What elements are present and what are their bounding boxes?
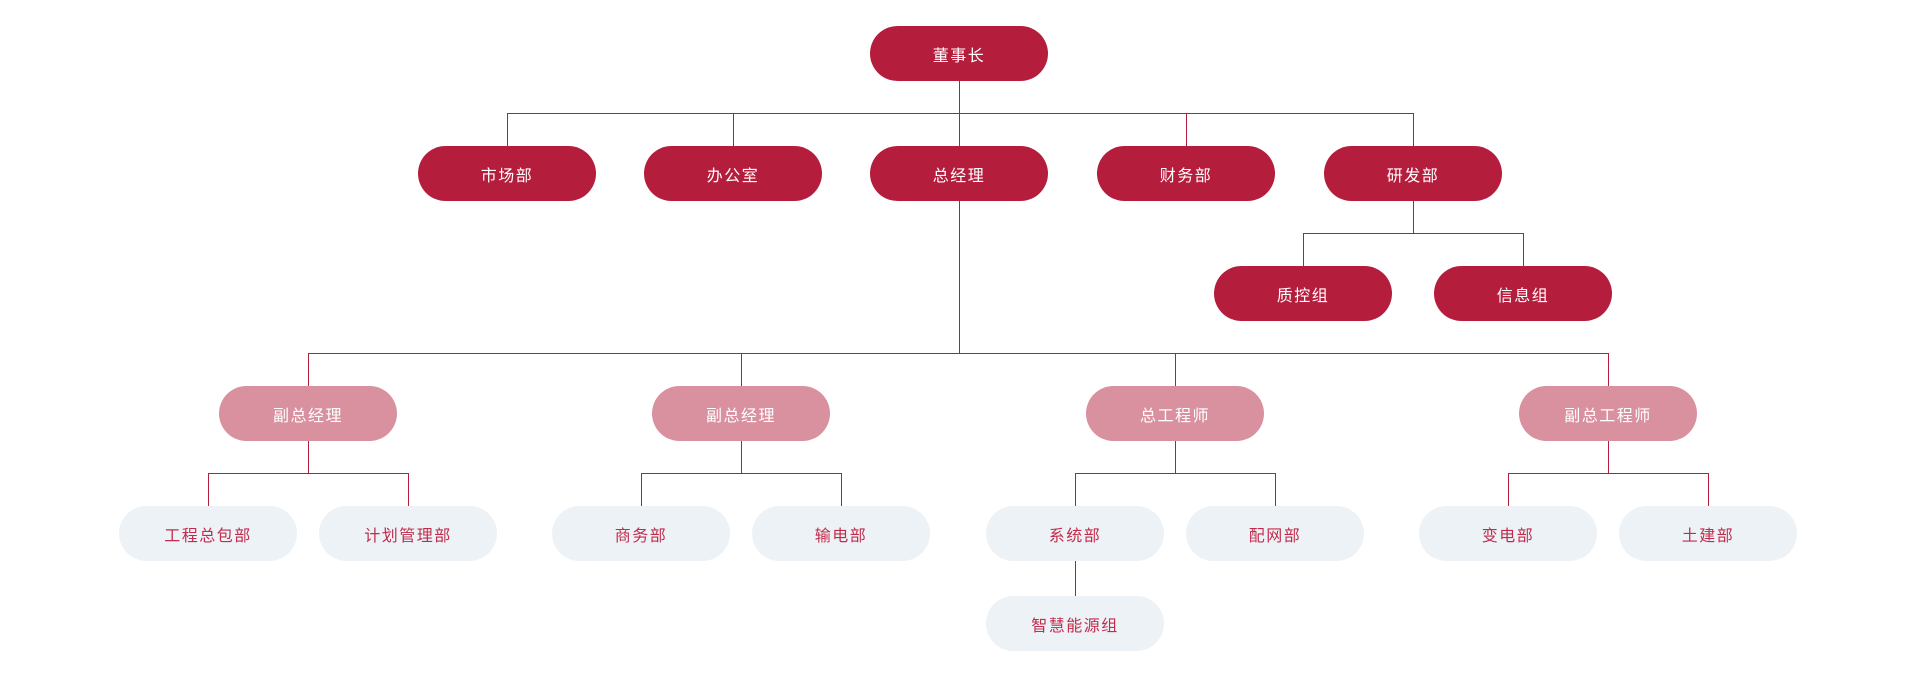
org-node-transmission-dept[interactable]: 输电部	[752, 506, 930, 561]
org-node-deputy-chief-engineer[interactable]: 副总工程师	[1519, 386, 1697, 441]
org-node-business-dept[interactable]: 商务部	[552, 506, 730, 561]
connector-line	[1075, 473, 1076, 506]
org-node-substation-dept[interactable]: 变电部	[1419, 506, 1597, 561]
org-node-deputy-gm-1[interactable]: 副总经理	[219, 386, 397, 441]
connector-line	[308, 353, 1608, 354]
connector-line	[1175, 353, 1176, 386]
connector-line	[308, 441, 309, 473]
org-node-rd-dept[interactable]: 研发部	[1324, 146, 1502, 201]
org-node-distribution-dept[interactable]: 配网部	[1186, 506, 1364, 561]
connector-line	[741, 353, 742, 386]
org-node-system-dept[interactable]: 系统部	[986, 506, 1164, 561]
org-node-qc-group[interactable]: 质控组	[1214, 266, 1392, 321]
connector-line	[1508, 473, 1509, 506]
connector-line	[733, 113, 734, 146]
connector-line	[1413, 201, 1414, 233]
connector-line	[408, 473, 409, 506]
org-node-chief-engineer[interactable]: 总工程师	[1086, 386, 1264, 441]
connector-line	[1523, 233, 1524, 266]
connector-line	[308, 353, 309, 386]
connector-line	[841, 473, 842, 506]
connector-line	[641, 473, 841, 474]
org-node-chairman[interactable]: 董事长	[870, 26, 1048, 81]
connector-line	[641, 473, 642, 506]
connector-line	[959, 201, 960, 353]
org-node-smart-energy-group[interactable]: 智慧能源组	[986, 596, 1164, 651]
org-node-info-group[interactable]: 信息组	[1434, 266, 1612, 321]
org-node-civil-dept[interactable]: 土建部	[1619, 506, 1797, 561]
org-node-deputy-gm-2[interactable]: 副总经理	[652, 386, 830, 441]
connector-line	[507, 113, 1413, 114]
connector-line	[741, 441, 742, 473]
org-node-general-manager[interactable]: 总经理	[870, 146, 1048, 201]
connector-line	[1708, 473, 1709, 506]
org-node-office[interactable]: 办公室	[644, 146, 822, 201]
connector-line	[1186, 113, 1187, 146]
connector-line	[1175, 441, 1176, 473]
connector-line	[1608, 353, 1609, 386]
connector-line	[1508, 473, 1708, 474]
org-node-planning-dept[interactable]: 计划管理部	[319, 506, 497, 561]
connector-line	[1413, 113, 1414, 146]
connector-line	[1608, 441, 1609, 473]
connector-line	[1303, 233, 1523, 234]
org-node-finance-dept[interactable]: 财务部	[1097, 146, 1275, 201]
connector-line	[1075, 561, 1076, 596]
connector-line	[507, 113, 508, 146]
org-node-epc-dept[interactable]: 工程总包部	[119, 506, 297, 561]
connector-line	[208, 473, 209, 506]
connector-line	[1075, 473, 1275, 474]
connector-line	[1303, 233, 1304, 266]
org-node-marketing-dept[interactable]: 市场部	[418, 146, 596, 201]
connector-line	[208, 473, 408, 474]
connector-line	[1275, 473, 1276, 506]
